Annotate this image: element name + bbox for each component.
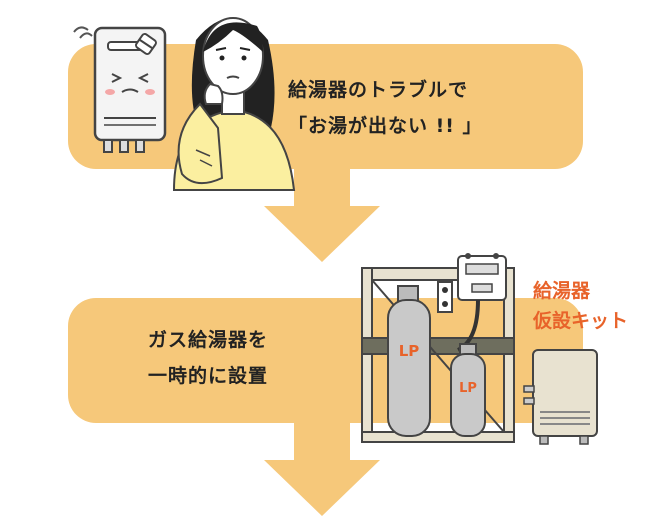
bottom-step-panel <box>68 298 583 423</box>
lp-cylinder-small-icon: LP <box>450 343 486 437</box>
kit-label-line2: 仮設キット <box>533 310 629 332</box>
trouble-message-line2: 「お湯が出ない !! 」 <box>288 115 483 137</box>
trouble-message-line1: 給湯器のトラブルで <box>288 79 469 101</box>
kit-label-line1: 給湯器 <box>533 280 591 302</box>
woman-thinking-icon <box>172 17 296 191</box>
solution-message-line1: ガス給湯器を <box>147 329 268 351</box>
lp-small-label: LP <box>459 381 477 396</box>
kit-label: 給湯器 仮設キット <box>533 276 628 336</box>
down-arrow-icon <box>264 168 380 262</box>
solution-message-line2: 一時的に設置 <box>147 365 268 387</box>
water-heater-unit-icon <box>523 349 598 445</box>
lp-cylinder-large-icon: LP <box>387 285 431 437</box>
broken-water-heater-icon <box>73 26 167 153</box>
solution-message: ガス給湯器を 一時的に設置 <box>138 322 278 394</box>
lp-large-label: LP <box>399 342 420 360</box>
trouble-message: 給湯器のトラブルで 「お湯が出ない !! 」 <box>288 72 483 144</box>
down-arrow-icon <box>264 422 380 516</box>
